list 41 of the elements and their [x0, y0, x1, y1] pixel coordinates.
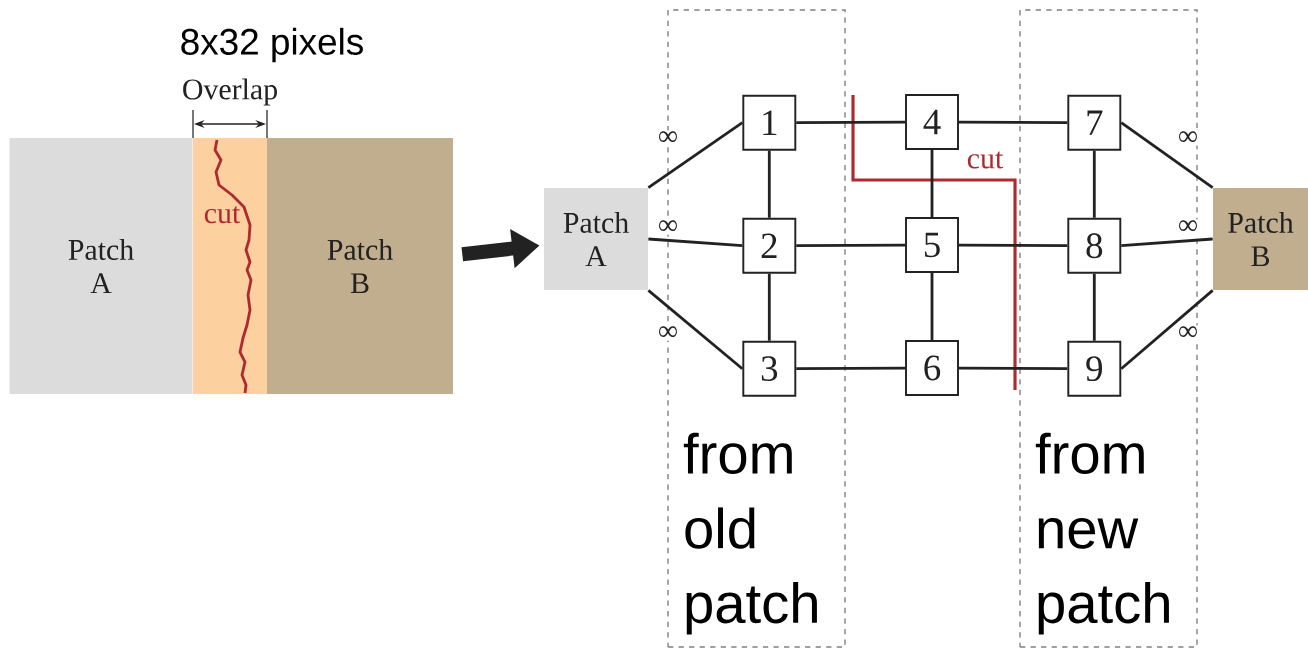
patch-box: Patch B — [267, 138, 453, 394]
connector-line — [1120, 289, 1214, 370]
connector-line — [796, 120, 906, 124]
edge-label: ∞ — [657, 219, 679, 235]
connector-line — [796, 243, 906, 247]
node-box: 8 — [1067, 217, 1122, 274]
connector-line — [958, 243, 1068, 247]
dimension-label: 8x32 pixels — [181, 27, 363, 63]
connector-line — [648, 237, 743, 248]
node-box: 2 — [742, 217, 797, 274]
patch-box: Patch A — [9, 138, 193, 394]
node-box: 9 — [1067, 340, 1122, 397]
connector-line — [796, 366, 906, 370]
connector-line — [647, 121, 744, 189]
connector-line — [1092, 150, 1096, 218]
edge-label: ∞ — [657, 325, 679, 341]
node-box: 3 — [742, 340, 797, 397]
connector-line — [1121, 237, 1213, 248]
node-box: 5 — [905, 217, 959, 273]
node-box: 4 — [905, 94, 959, 150]
overlap-band: cut — [193, 138, 267, 394]
cut-label: cut — [967, 151, 1004, 169]
edge-label: ∞ — [657, 130, 679, 146]
connector-line — [767, 150, 771, 218]
node-box: 1 — [742, 94, 797, 151]
patch-box: Patch A — [544, 188, 648, 290]
patch-box: Patch B — [1213, 188, 1308, 290]
node-box: 7 — [1067, 94, 1122, 151]
connector-line — [958, 366, 1068, 370]
connector-line — [767, 273, 771, 341]
connector-line — [647, 289, 744, 370]
node-box: 6 — [905, 340, 959, 396]
connector-line — [1092, 273, 1096, 341]
dimension-label: Overlap — [183, 78, 277, 106]
edge-label: ∞ — [1177, 219, 1199, 235]
edge-label: ∞ — [1177, 325, 1199, 341]
connector-line — [1120, 121, 1214, 189]
connector-line — [930, 149, 934, 218]
connector-line — [930, 272, 934, 341]
connector-line — [958, 120, 1068, 124]
edge-label: ∞ — [1177, 130, 1199, 146]
